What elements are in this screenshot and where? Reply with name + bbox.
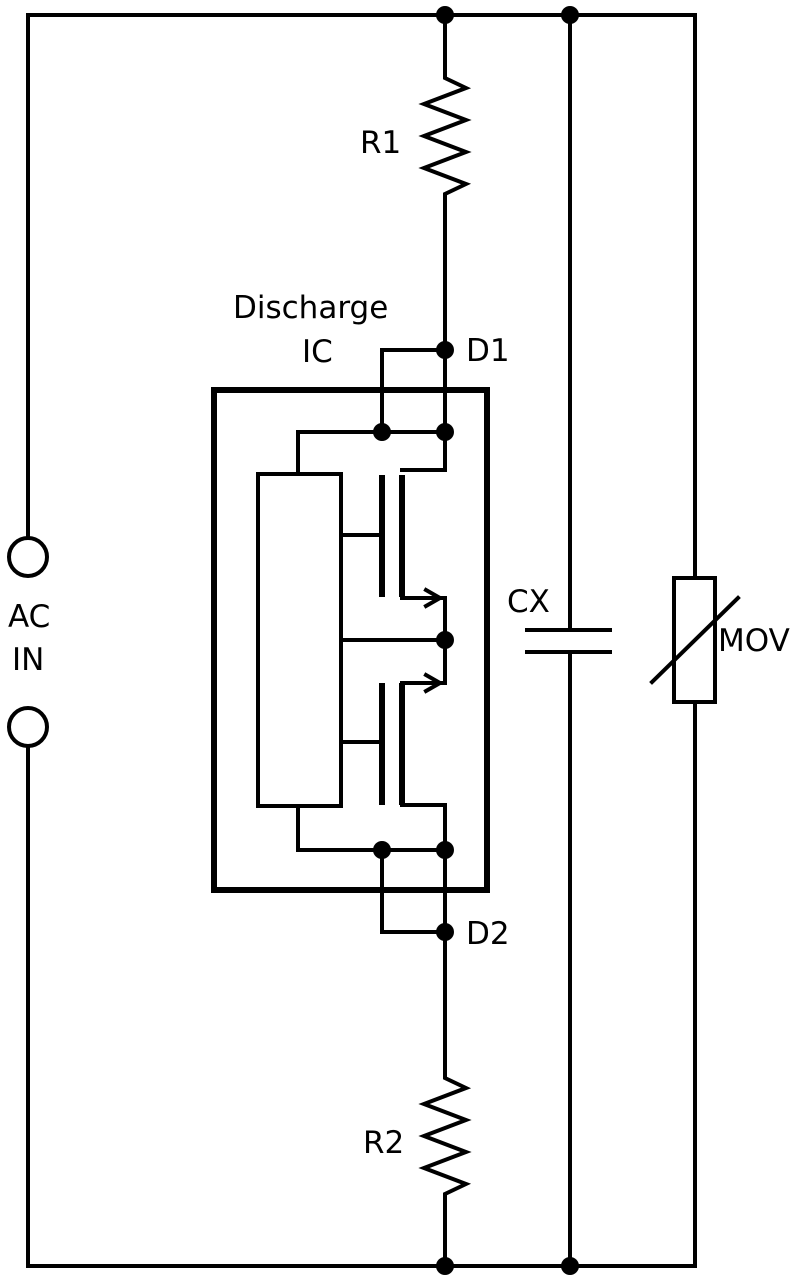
ic-label-line1: Discharge — [233, 290, 388, 326]
outer-wires — [26, 13, 697, 1268]
mov-label: MOV — [718, 623, 790, 659]
ac-label: AC — [8, 599, 50, 635]
resistor-r2: R2 — [363, 930, 472, 1268]
common-source-wire — [339, 596, 447, 685]
ic-label-line2: IC — [302, 334, 333, 370]
cx-label: CX — [507, 584, 550, 620]
discharge-ic: Discharge IC D1 D2 — [211, 290, 510, 952]
d2-pin-wire — [380, 803, 447, 934]
r2-label: R2 — [363, 1125, 404, 1161]
d1-label: D1 — [466, 333, 510, 369]
control-supply-bottom — [296, 804, 447, 852]
ac-input-terminals: AC IN — [7, 536, 50, 748]
mosfet-lower — [339, 672, 447, 807]
mosfet-upper — [339, 468, 447, 609]
capacitor-cx: CX — [507, 584, 612, 654]
ac-terminal-top — [7, 536, 49, 578]
in-label: IN — [12, 642, 44, 678]
ic-package — [211, 387, 490, 893]
varistor-mov: MOV — [649, 576, 790, 704]
r1-label: R1 — [360, 125, 401, 161]
control-block — [256, 472, 343, 808]
ac-terminal-bottom — [7, 706, 49, 748]
resistor-r1: R1 — [360, 13, 472, 352]
d2-label: D2 — [466, 916, 510, 952]
d1-pin-wire — [380, 348, 447, 472]
junction-nodes — [373, 6, 579, 1275]
control-supply-top — [296, 430, 447, 476]
